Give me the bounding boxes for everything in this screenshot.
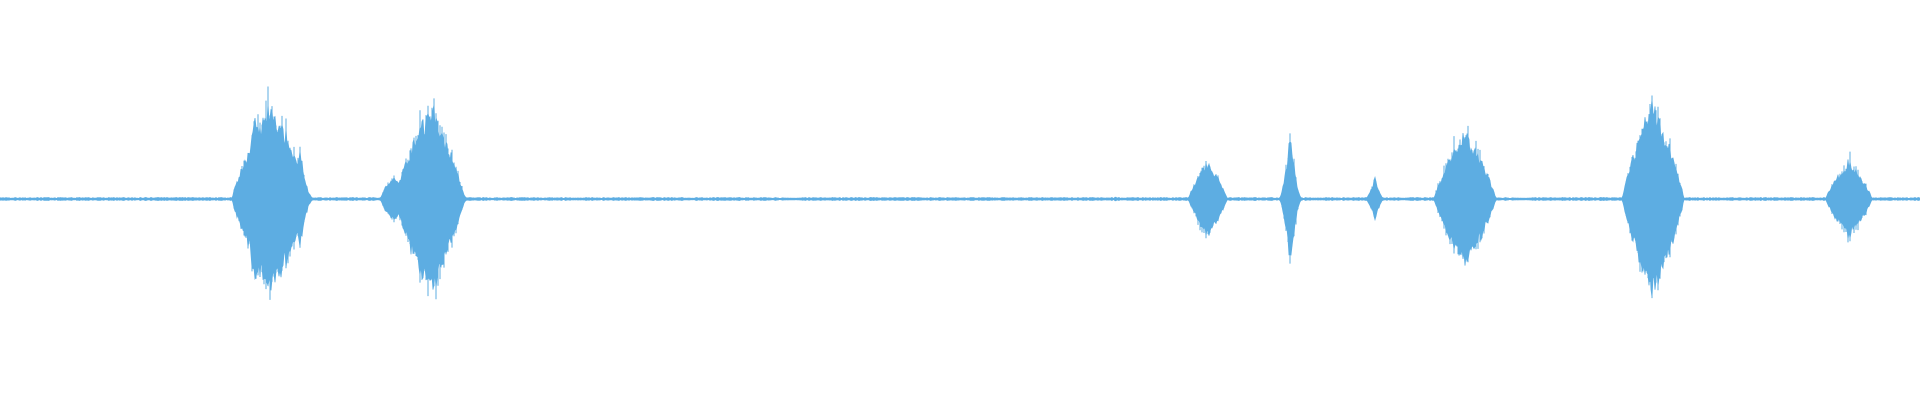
waveform-envelope-top	[0, 99, 1920, 200]
waveform-envelope-bottom	[0, 198, 1920, 298]
